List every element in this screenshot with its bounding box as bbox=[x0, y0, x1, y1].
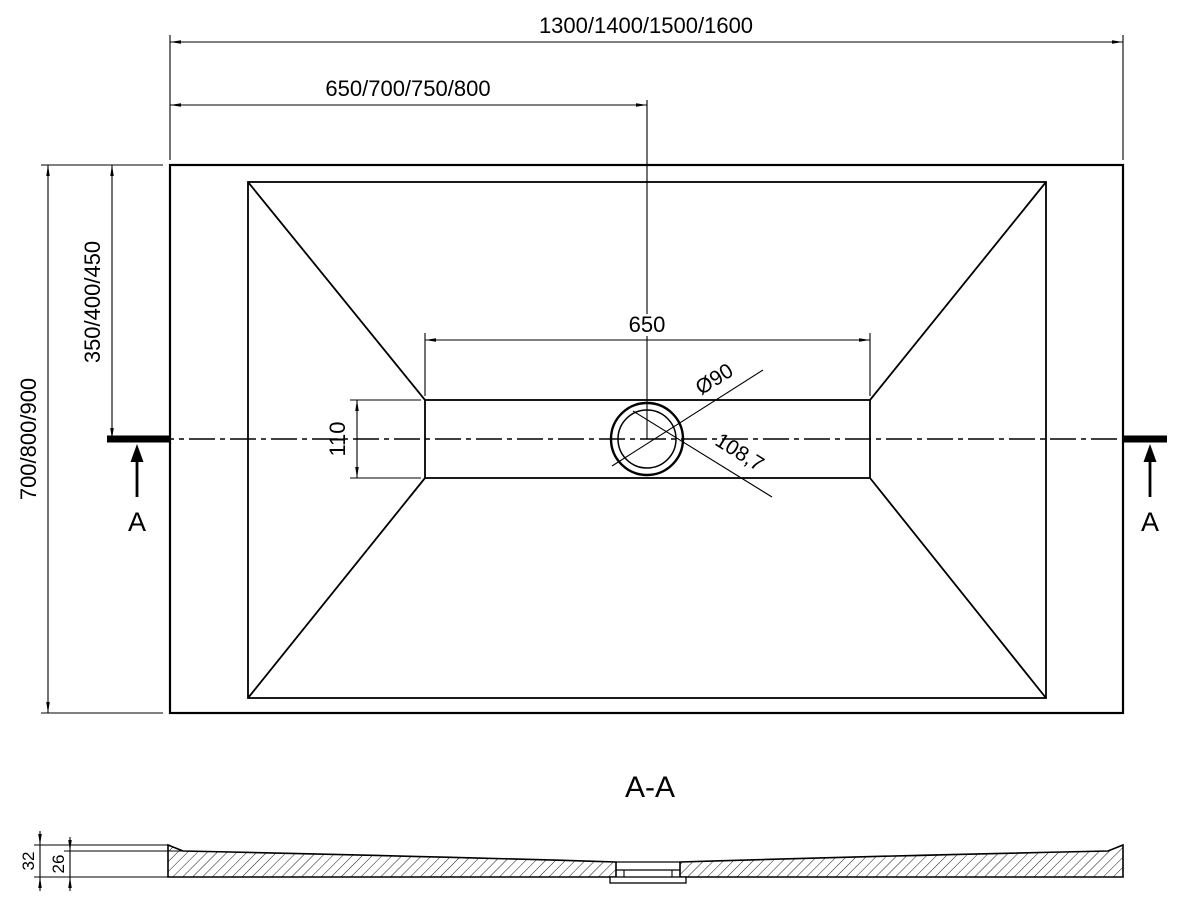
dim-center-offset-label: 650/700/750/800 bbox=[325, 76, 490, 101]
section-profile bbox=[167, 843, 1124, 884]
slope-diagonal-top-right bbox=[869, 181, 1047, 401]
dim-total-height: 32 bbox=[19, 831, 170, 891]
section-marker-left-label: A bbox=[128, 507, 146, 537]
top-view: Ø90 108,7 1300/1400/1500/1600 650/700/75… bbox=[16, 13, 1167, 715]
slope-diagonal-bottom-left bbox=[247, 477, 426, 699]
slope-diagonals bbox=[247, 181, 1047, 699]
drain-diameter-leader-line bbox=[611, 369, 764, 467]
drain-diagonal-label: 108,7 bbox=[711, 429, 768, 476]
drain-circle-inner bbox=[617, 409, 677, 469]
dim-total-height-label: 32 bbox=[19, 852, 38, 871]
slope-diagonal-bottom-right bbox=[869, 477, 1047, 699]
drain-diagonal-leader-line bbox=[632, 410, 773, 498]
dim-overall-depth: 700/800/900 bbox=[16, 164, 163, 714]
drain-diameter-label: Ø90 bbox=[692, 359, 738, 400]
dim-center-offset: 650/700/750/800 bbox=[170, 76, 647, 107]
section-slab-right bbox=[679, 843, 1124, 878]
section-slab-left bbox=[167, 843, 617, 878]
dim-channel-width: 110 bbox=[325, 399, 421, 479]
section-arrow-head bbox=[130, 444, 144, 462]
section-arrow-left: A bbox=[128, 444, 146, 537]
dim-edge-height-label: 26 bbox=[49, 855, 68, 874]
dim-channel-length-label: 650 bbox=[629, 312, 666, 337]
section-arrow-right: A bbox=[1141, 444, 1159, 537]
dim-channel-width-label: 110 bbox=[325, 421, 350, 456]
drain-leaders: Ø90 108,7 bbox=[611, 359, 773, 498]
slope-diagonal-top-left bbox=[247, 181, 426, 401]
section-arrow-head bbox=[1143, 444, 1157, 462]
drain-circle-outer bbox=[609, 401, 685, 477]
dim-overall-width: 1300/1400/1500/1600 bbox=[169, 13, 1124, 160]
dim-center-depth-label: 350/400/450 bbox=[80, 241, 105, 363]
dim-overall-width-label: 1300/1400/1500/1600 bbox=[539, 13, 753, 38]
section-marker-right-label: A bbox=[1141, 507, 1159, 537]
label-mask bbox=[619, 314, 677, 336]
section-drain-flange bbox=[609, 876, 687, 884]
section-view: A-A 32 26 bbox=[19, 771, 1124, 891]
dim-edge-height: 26 bbox=[49, 837, 185, 891]
dim-channel-length: 650 bbox=[424, 312, 871, 396]
dim-overall-depth-label: 700/800/900 bbox=[16, 378, 41, 500]
section-title: A-A bbox=[625, 771, 675, 804]
dim-center-depth: 350/400/450 bbox=[80, 165, 114, 439]
